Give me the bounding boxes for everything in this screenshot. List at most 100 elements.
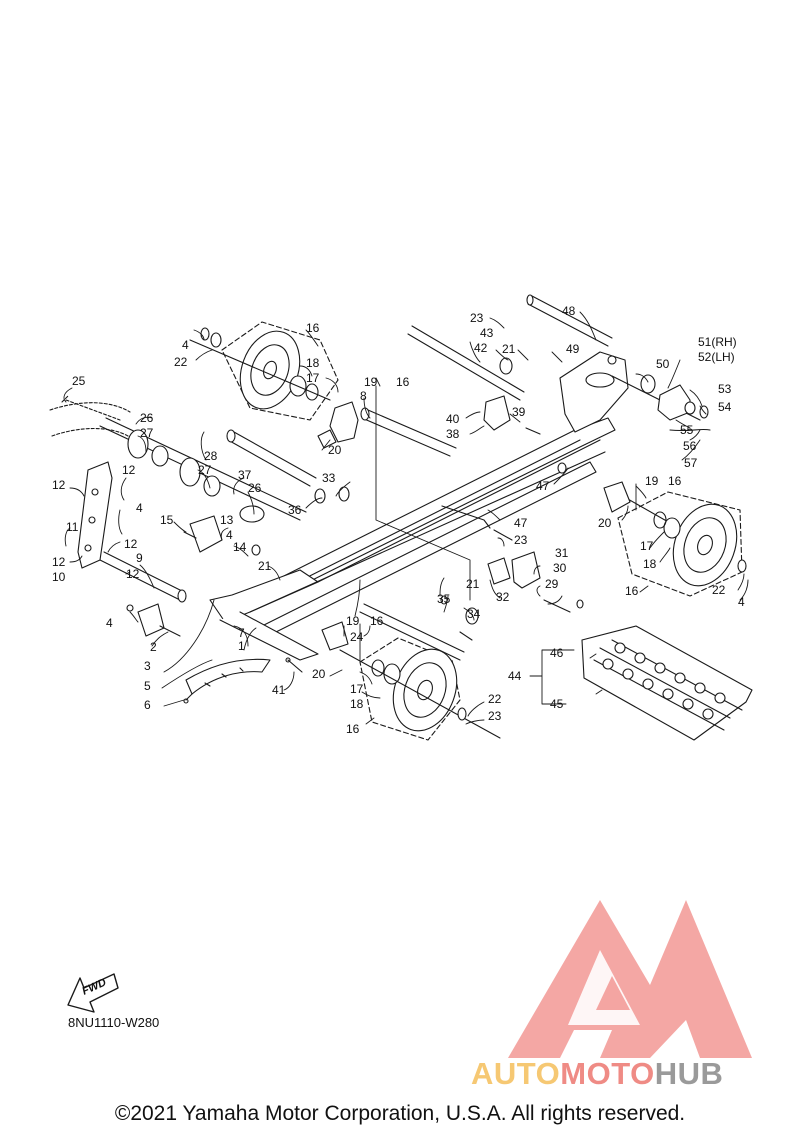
callout-c29: 29 bbox=[545, 577, 559, 591]
callout-c16f: 16 bbox=[346, 722, 360, 736]
callout-c39: 39 bbox=[512, 405, 526, 419]
callout-c41: 41 bbox=[272, 683, 286, 697]
callout-c17a: 17 bbox=[306, 371, 320, 385]
callout-c24: 24 bbox=[350, 630, 364, 644]
slide-rail-left bbox=[209, 439, 606, 661]
callout-c22c: 22 bbox=[488, 692, 502, 706]
callout-c35: 35 bbox=[437, 592, 451, 606]
callout-c48: 48 bbox=[562, 304, 576, 318]
callout-c5: 5 bbox=[144, 679, 151, 693]
callout-c16a: 16 bbox=[306, 321, 320, 335]
watermark-part-auto: AUTO bbox=[471, 1056, 561, 1091]
callout-c10: 10 bbox=[52, 570, 66, 584]
callout-c19b: 19 bbox=[645, 474, 659, 488]
callout-c53: 53 bbox=[718, 382, 732, 396]
callout-c45: 45 bbox=[550, 697, 564, 711]
callout-c38: 38 bbox=[446, 427, 460, 441]
callout-c57: 57 bbox=[684, 456, 698, 470]
callout-c27b: 27 bbox=[198, 463, 212, 477]
callout-c43: 43 bbox=[480, 326, 494, 340]
idler-wheel-bottom bbox=[339, 637, 501, 741]
callout-labels: 1234444456789101112121212121314151616161… bbox=[52, 304, 745, 736]
callout-c27a: 27 bbox=[140, 426, 154, 440]
brackets bbox=[137, 357, 631, 651]
callout-c16c: 16 bbox=[668, 474, 682, 488]
callout-c33: 33 bbox=[322, 471, 336, 485]
callout-c19a: 19 bbox=[364, 375, 378, 389]
callout-c4e: 4 bbox=[738, 595, 745, 609]
callout-c7: 7 bbox=[238, 626, 245, 640]
copyright-notice: ©2021 Yamaha Motor Corporation, U.S.A. A… bbox=[114, 1102, 686, 1125]
callout-c25: 25 bbox=[72, 374, 86, 388]
callout-c2: 2 bbox=[150, 640, 157, 654]
callout-c47a: 47 bbox=[536, 479, 550, 493]
callout-c23b: 23 bbox=[514, 533, 528, 547]
callout-c54: 54 bbox=[718, 400, 732, 414]
callout-c51: 51(RH) bbox=[698, 335, 737, 349]
callout-c4b: 4 bbox=[136, 501, 143, 515]
callout-c18c: 18 bbox=[350, 697, 364, 711]
watermark-part-moto: MOTO bbox=[560, 1056, 655, 1091]
figure-code: 8NU1110-W280 bbox=[68, 1015, 160, 1030]
callout-c12d: 12 bbox=[52, 555, 66, 569]
callout-c12a: 12 bbox=[52, 478, 66, 492]
callout-c23c: 23 bbox=[488, 709, 502, 723]
leader-lines bbox=[63, 311, 749, 725]
slide-runner bbox=[185, 658, 271, 695]
callout-c11: 11 bbox=[66, 520, 79, 534]
callout-c55: 55 bbox=[680, 423, 694, 437]
callout-c20c: 20 bbox=[312, 667, 326, 681]
callout-c31: 31 bbox=[555, 546, 569, 560]
callout-c21a: 21 bbox=[502, 342, 516, 356]
callout-c47b: 47 bbox=[514, 516, 528, 530]
idler-wheel-top bbox=[189, 321, 339, 421]
callout-c50: 50 bbox=[656, 357, 670, 371]
group-brackets bbox=[359, 385, 637, 661]
callout-c18a: 18 bbox=[306, 356, 320, 370]
callout-c23a: 23 bbox=[470, 311, 484, 325]
callout-c44: 44 bbox=[508, 669, 522, 683]
callout-c32: 32 bbox=[496, 590, 510, 604]
callout-c8: 8 bbox=[360, 389, 367, 403]
callout-c13: 13 bbox=[220, 513, 234, 527]
callout-c46: 46 bbox=[550, 646, 564, 660]
callout-c16b: 16 bbox=[396, 375, 410, 389]
callout-c16d: 16 bbox=[625, 584, 639, 598]
callout-c40: 40 bbox=[446, 412, 460, 426]
callout-c34: 34 bbox=[467, 607, 481, 621]
callout-c15: 15 bbox=[160, 513, 174, 527]
callout-c1: 1 bbox=[238, 639, 245, 653]
track-panel bbox=[581, 625, 753, 741]
front-arm bbox=[77, 461, 113, 569]
callout-c18b: 18 bbox=[643, 557, 657, 571]
callout-c21b: 21 bbox=[258, 559, 272, 573]
callout-c17c: 17 bbox=[350, 682, 364, 696]
watermark-part-hub: HUB bbox=[654, 1056, 724, 1091]
callout-c6: 6 bbox=[144, 698, 151, 712]
callout-c3: 3 bbox=[144, 659, 151, 673]
callout-c4c: 4 bbox=[226, 528, 233, 542]
callout-c22b: 22 bbox=[712, 583, 726, 597]
callout-c56: 56 bbox=[683, 439, 697, 453]
callout-c22a: 22 bbox=[174, 355, 188, 369]
bolts bbox=[61, 395, 571, 704]
callout-c37: 37 bbox=[238, 468, 252, 482]
callout-c42: 42 bbox=[474, 341, 488, 355]
callout-c21c: 21 bbox=[466, 577, 480, 591]
callout-c36: 36 bbox=[288, 503, 302, 517]
callout-c20b: 20 bbox=[598, 516, 612, 530]
callout-c26a: 26 bbox=[140, 411, 154, 425]
callout-c28: 28 bbox=[204, 449, 218, 463]
callout-c12b: 12 bbox=[122, 463, 136, 477]
callout-c19c: 19 bbox=[346, 614, 360, 628]
rear-arm-assembly bbox=[640, 374, 711, 432]
callout-c4d: 4 bbox=[106, 616, 113, 630]
frame-sketch bbox=[49, 402, 131, 437]
callout-c4a: 4 bbox=[182, 338, 189, 352]
automotohub-logo-icon bbox=[508, 900, 752, 1058]
callout-c49: 49 bbox=[566, 342, 580, 356]
callout-c17b: 17 bbox=[640, 539, 654, 553]
callout-c12c: 12 bbox=[124, 537, 138, 551]
callout-c30: 30 bbox=[553, 561, 567, 575]
callout-c14: 14 bbox=[233, 540, 247, 554]
